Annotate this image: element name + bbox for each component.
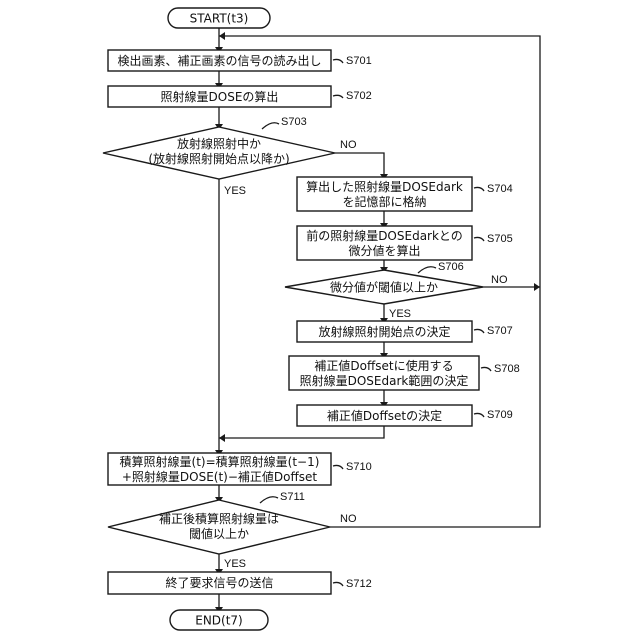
s709-text: 補正値Doffsetの決定 bbox=[327, 408, 442, 423]
process-s707: 放射線照射開始点の決定 S707 bbox=[297, 321, 513, 342]
process-s712: 終了要求信号の送信 S712 bbox=[108, 572, 372, 594]
s712-text: 終了要求信号の送信 bbox=[165, 575, 273, 590]
s706-no-label: NO bbox=[491, 274, 508, 286]
connector-s703-no bbox=[335, 153, 384, 177]
s710-leader bbox=[333, 465, 343, 469]
s702-text: 照射線量DOSEの算出 bbox=[161, 89, 279, 104]
s703-leader bbox=[262, 123, 279, 129]
s711-leader bbox=[260, 497, 278, 503]
s705-leader bbox=[474, 237, 484, 241]
process-s701: 検出画素、補正画素の信号の読み出し S701 bbox=[108, 50, 372, 71]
s711-yes-label: YES bbox=[224, 558, 246, 570]
s704-leader bbox=[474, 187, 484, 191]
s701-leader bbox=[333, 59, 343, 63]
process-s710: 積算照射線量(t)=積算照射線量(t−1) +照射線量DOSE(t)−補正値Do… bbox=[108, 453, 372, 485]
start-terminal: START(t3) bbox=[168, 8, 270, 28]
s701-label: S701 bbox=[346, 55, 372, 67]
s711-label: S711 bbox=[280, 491, 305, 503]
s701-text: 検出画素、補正画素の信号の読み出し bbox=[117, 53, 321, 68]
s708-label: S708 bbox=[494, 363, 520, 375]
process-s705: 前の照射線量DOSEdarkとの 微分値を算出 S705 bbox=[297, 226, 513, 260]
s706-label: S706 bbox=[438, 261, 464, 273]
s710-label: S710 bbox=[346, 461, 372, 473]
s711-line2: 閾値以上か bbox=[189, 526, 249, 541]
s709-leader bbox=[474, 413, 484, 417]
process-s704: 算出した照射線量DOSEdark を記憶部に格納 S704 bbox=[297, 177, 513, 211]
s706-text: 微分値が閾値以上か bbox=[330, 280, 438, 295]
s709-label: S709 bbox=[487, 409, 513, 421]
s705-line1: 前の照射線量DOSEdarkとの bbox=[306, 228, 463, 243]
decision-s706: 微分値が閾値以上か S706 YES NO bbox=[285, 261, 508, 320]
s703-no-label: NO bbox=[340, 139, 357, 151]
s708-line2: 照射線量DOSEdark範囲の決定 bbox=[300, 373, 469, 388]
s703-label: S703 bbox=[281, 116, 307, 128]
s704-line2: を記憶部に格納 bbox=[342, 194, 426, 209]
s708-line1: 補正値Doffsetに使用する bbox=[314, 358, 453, 373]
s703-yes-label: YES bbox=[224, 185, 246, 197]
s712-label: S712 bbox=[346, 578, 372, 590]
s706-leader bbox=[418, 267, 436, 273]
end-label: END(t7) bbox=[195, 614, 243, 628]
process-s709: 補正値Doffsetの決定 S709 bbox=[297, 405, 513, 426]
s705-line2: 微分値を算出 bbox=[348, 243, 420, 258]
s706-yes-label: YES bbox=[389, 308, 411, 320]
s710-line2: +照射線量DOSE(t)−補正値Doffset bbox=[122, 469, 318, 484]
decision-s711: 補正後積算照射線量は 閾値以上か S711 YES NO bbox=[108, 491, 357, 570]
s703-line2: (放射線照射開始点以降か) bbox=[148, 151, 289, 166]
s703-line1: 放射線照射中か bbox=[177, 136, 261, 151]
s707-leader bbox=[474, 329, 484, 333]
s711-line1: 補正後積算照射線量は bbox=[159, 511, 279, 526]
process-s708: 補正値Doffsetに使用する 照射線量DOSEdark範囲の決定 S708 bbox=[289, 356, 520, 390]
start-label: START(t3) bbox=[190, 12, 249, 26]
arrowhead-loop-top bbox=[219, 32, 225, 40]
s704-label: S704 bbox=[487, 183, 513, 195]
s702-leader bbox=[333, 95, 343, 98]
s702-label: S702 bbox=[346, 90, 372, 102]
s711-no-label: NO bbox=[340, 513, 357, 525]
s710-line1: 積算照射線量(t)=積算照射線量(t−1) bbox=[120, 454, 320, 469]
arrowhead-s706-no bbox=[534, 283, 540, 291]
s708-leader bbox=[481, 367, 491, 371]
arrowhead-join bbox=[219, 434, 225, 442]
s705-label: S705 bbox=[487, 233, 513, 245]
s704-line1: 算出した照射線量DOSEdark bbox=[306, 179, 463, 194]
process-s702: 照射線量DOSEの算出 S702 bbox=[108, 86, 372, 107]
connector-s709-join bbox=[219, 426, 384, 438]
s712-leader bbox=[333, 582, 343, 586]
s707-label: S707 bbox=[487, 325, 513, 337]
end-terminal: END(t7) bbox=[170, 610, 268, 630]
s707-text: 放射線照射開始点の決定 bbox=[318, 324, 450, 339]
